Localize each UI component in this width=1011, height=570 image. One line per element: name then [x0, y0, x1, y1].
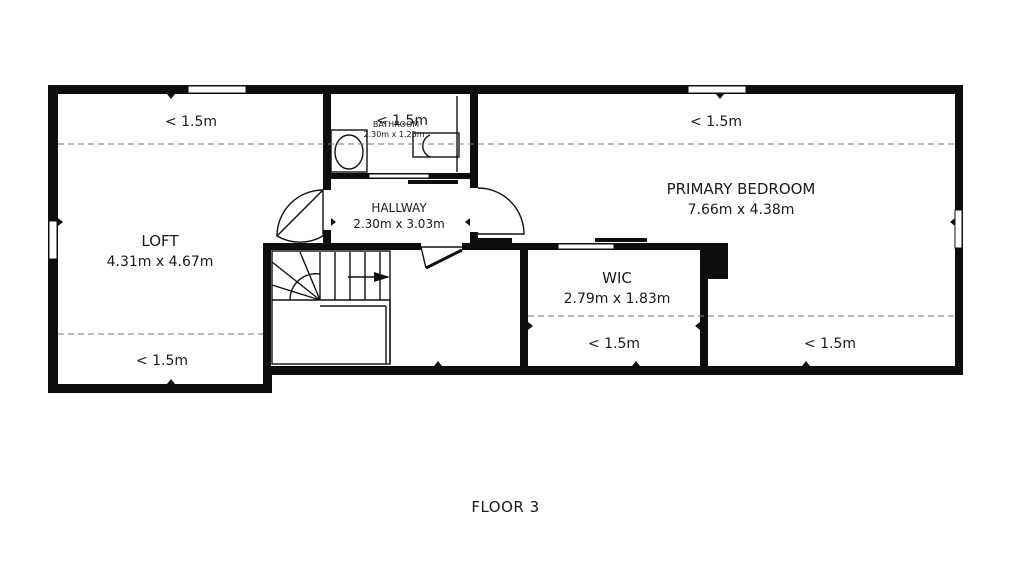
- bathroom-name: BATHROOM: [373, 120, 419, 129]
- bathroom-dims: 2.30m x 1.25m: [363, 130, 424, 139]
- room-bathroom: < 1.5m BATHROOM 2.30m x 1.25m: [363, 113, 428, 139]
- hallway-dims: 2.30m x 3.03m: [353, 217, 445, 231]
- bedroom-name: PRIMARY BEDROOM: [667, 180, 816, 198]
- wic-dims: 2.79m x 1.83m: [564, 291, 671, 307]
- room-wic: WIC 2.79m x 1.83m < 1.5m: [564, 269, 671, 352]
- bedroom-height-bottom: < 1.5m: [804, 336, 856, 352]
- room-loft: < 1.5m LOFT 4.31m x 4.67m < 1.5m: [107, 114, 217, 369]
- loft-height-bottom: < 1.5m: [136, 353, 188, 369]
- doors: [275, 180, 647, 270]
- loft-dims: 4.31m x 4.67m: [107, 254, 214, 270]
- bathroom-height: < 1.5m: [376, 113, 428, 129]
- bathroom-fixtures: [330, 96, 460, 173]
- ceiling-lines: [58, 143, 955, 335]
- room-hallway: HALLWAY 2.30m x 3.03m: [353, 201, 445, 231]
- bedroom-height-top: < 1.5m: [690, 114, 742, 130]
- floor-label: FLOOR 3: [471, 498, 540, 516]
- wall-markers: [58, 94, 955, 384]
- loft-name: LOFT: [141, 232, 179, 250]
- stairs: [271, 250, 391, 365]
- hallway-name: HALLWAY: [371, 201, 427, 215]
- loft-height-top: < 1.5m: [165, 114, 217, 130]
- wic-height: < 1.5m: [588, 336, 640, 352]
- room-primary-bedroom: < 1.5m PRIMARY BEDROOM 7.66m x 4.38m < 1…: [667, 114, 856, 352]
- wic-name: WIC: [602, 269, 632, 287]
- bedroom-dims: 7.66m x 4.38m: [688, 202, 795, 218]
- windows: [48, 85, 963, 260]
